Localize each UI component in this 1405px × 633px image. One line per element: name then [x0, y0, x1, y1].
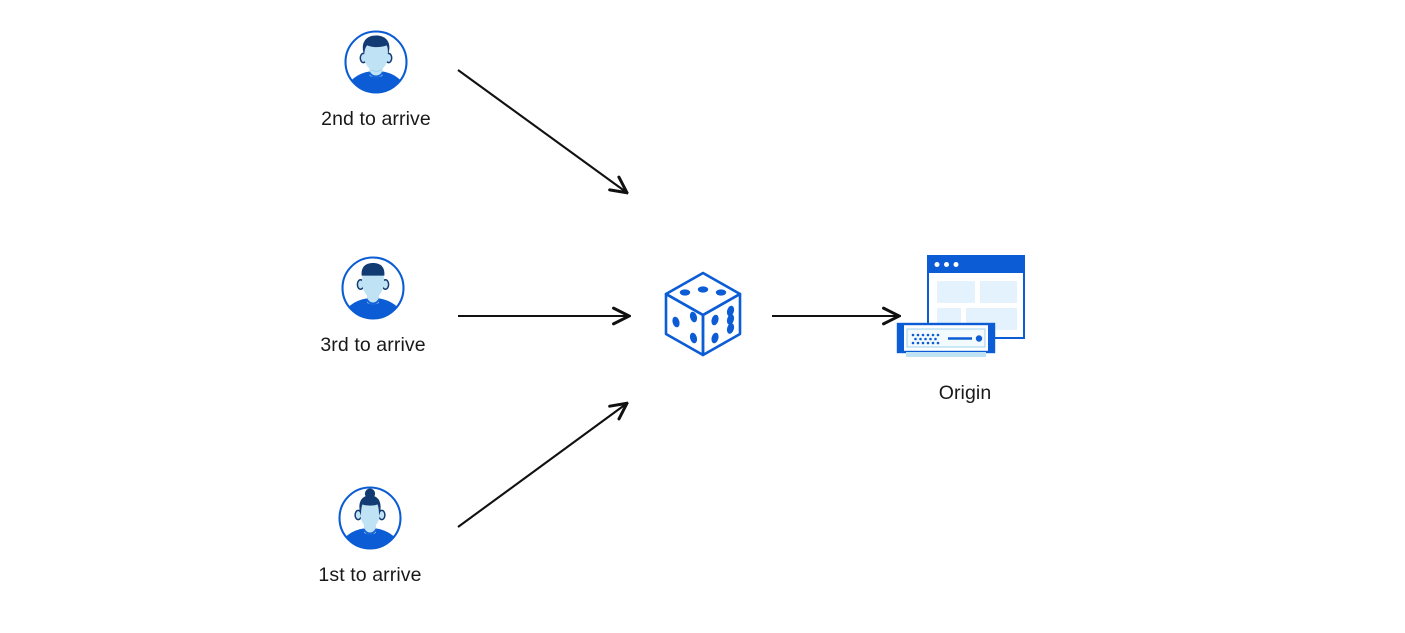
dice-cube-icon [660, 268, 746, 360]
node-client-1st: 1st to arrive [290, 484, 450, 587]
arrow-1st-to-dice [457, 404, 626, 528]
node-label-client-1st: 1st to arrive [318, 564, 422, 586]
node-client-2nd: 2nd to arrive [296, 28, 456, 131]
user-avatar-bun-hair-icon [336, 484, 404, 552]
user-avatar-flat-hair-icon [339, 254, 407, 322]
user-avatar-short-hair-icon [342, 28, 410, 96]
node-balancer [660, 268, 746, 360]
node-client-3rd: 3rd to arrive [293, 254, 453, 357]
node-label-origin: Origin [938, 382, 992, 404]
node-label-client-3rd: 3rd to arrive [320, 334, 426, 356]
node-label-client-2nd: 2nd to arrive [321, 108, 431, 130]
server-device-shape [896, 322, 996, 357]
arrow-2nd-to-dice [457, 69, 626, 192]
node-origin: Origin [885, 252, 1045, 405]
origin-server-browser-icon [890, 252, 1040, 370]
